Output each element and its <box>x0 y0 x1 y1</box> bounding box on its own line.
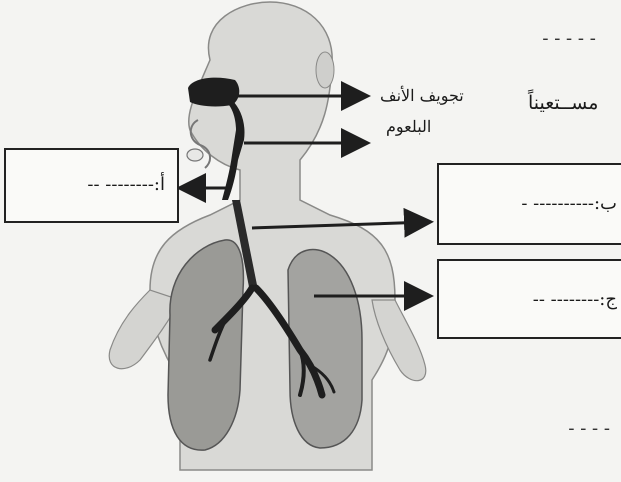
box-b-text: ب:---------- - <box>521 193 617 214</box>
answer-box-b[interactable]: ب:---------- - <box>437 163 621 245</box>
box-a-text: أ:-------- -- <box>87 174 165 195</box>
label-pharynx: البلعوم <box>386 117 431 136</box>
box-j-text: ج:-------- -- <box>533 289 617 310</box>
label-nasal-cavity: تجويف الأنف <box>380 86 464 105</box>
body-silhouette <box>109 2 426 470</box>
dash-line-top: ----- <box>540 28 599 49</box>
answer-box-j[interactable]: ج:-------- -- <box>437 259 621 339</box>
label-partial-word: مســتعيناً <box>528 92 598 114</box>
dash-line-bottom: ---- <box>566 418 613 439</box>
answer-box-a[interactable]: أ:-------- -- <box>4 148 179 223</box>
